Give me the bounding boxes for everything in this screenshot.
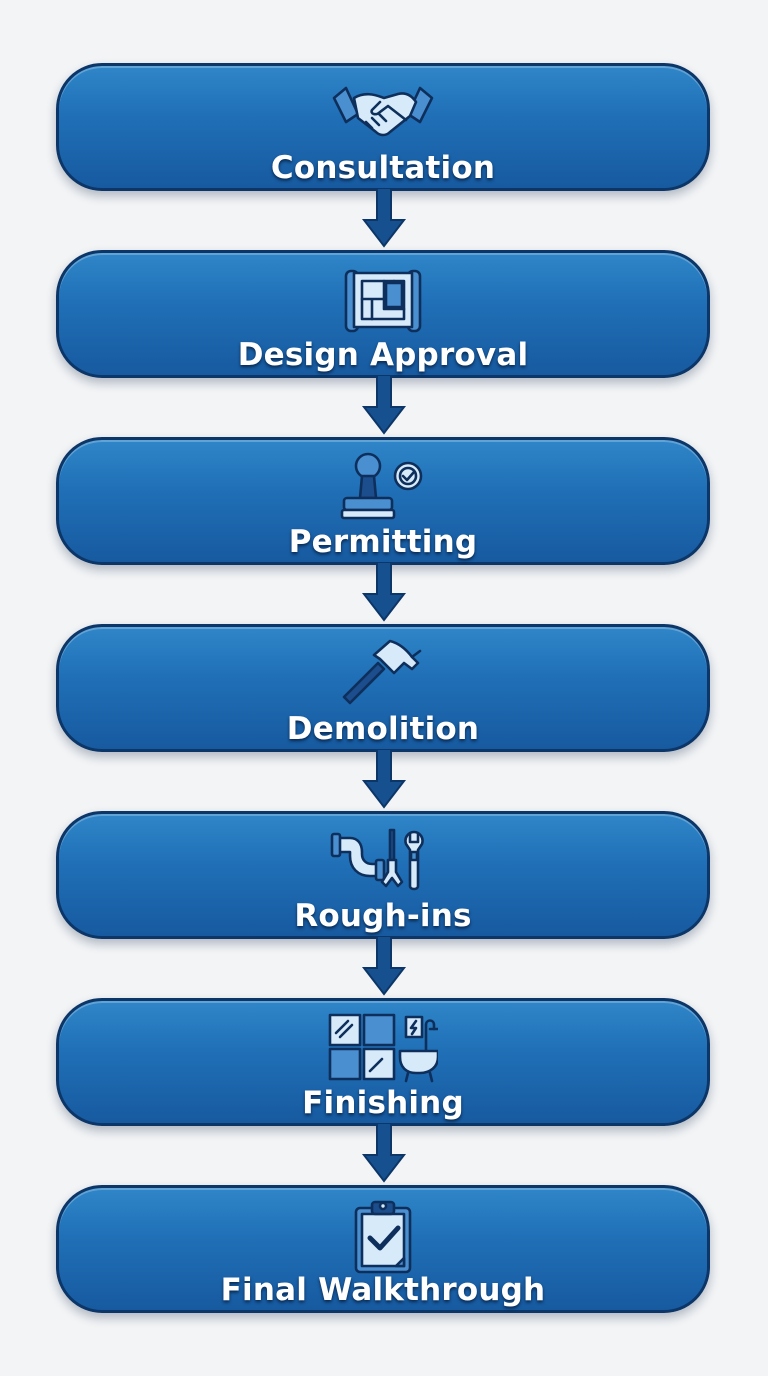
flow-arrow-6 bbox=[360, 1123, 408, 1185]
approval-stamp-icon bbox=[328, 450, 438, 526]
step-design-approval: Design Approval bbox=[56, 250, 710, 378]
hammer-icon bbox=[328, 637, 438, 713]
step-demolition: Demolition bbox=[56, 624, 710, 752]
step-label: Design Approval bbox=[237, 337, 529, 373]
step-label: Permitting bbox=[288, 524, 478, 560]
step-rough-ins: Rough-ins bbox=[56, 811, 710, 939]
flow-arrow-5 bbox=[360, 936, 408, 998]
step-label: Rough-ins bbox=[294, 898, 472, 934]
step-consultation: Consultation bbox=[56, 63, 710, 191]
step-final-walkthrough: Final Walkthrough bbox=[56, 1185, 710, 1313]
handshake-icon bbox=[328, 76, 438, 152]
step-label: Finishing bbox=[302, 1085, 464, 1121]
flow-arrow-2 bbox=[360, 375, 408, 437]
step-label: Final Walkthrough bbox=[220, 1272, 546, 1308]
step-label: Consultation bbox=[270, 150, 496, 186]
plumbing-tools-icon bbox=[328, 824, 438, 900]
step-label: Demolition bbox=[286, 711, 480, 747]
tile-and-bathtub-icon bbox=[328, 1011, 438, 1087]
flow-arrow-3 bbox=[360, 562, 408, 624]
step-finishing: Finishing bbox=[56, 998, 710, 1126]
flow-arrow-1 bbox=[360, 188, 408, 250]
checklist-clipboard-icon bbox=[328, 1198, 438, 1274]
blueprint-icon bbox=[328, 263, 438, 339]
step-permitting: Permitting bbox=[56, 437, 710, 565]
flow-arrow-4 bbox=[360, 749, 408, 811]
